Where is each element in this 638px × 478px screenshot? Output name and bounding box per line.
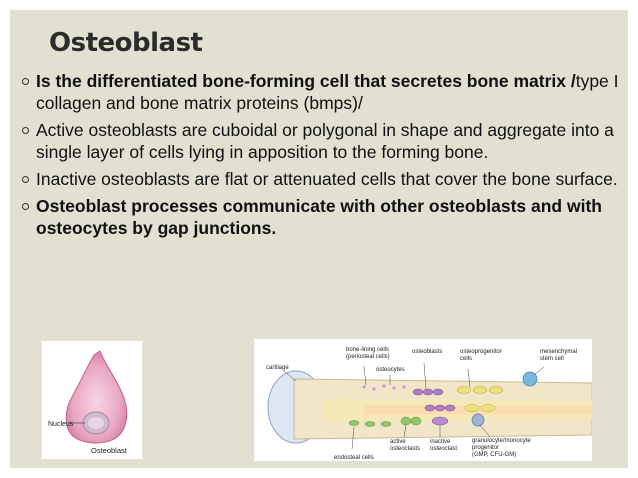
osteoblasts-label: osteoblasts (412, 349, 442, 355)
inactive-osteoclast-sub-label: osteoclast (430, 446, 457, 452)
slide-title: Osteoblast (49, 28, 203, 58)
osteoprogenitor-cells-group (456, 386, 504, 412)
bullet-list: Is the differentiated bone-forming cell … (22, 70, 622, 244)
bullet-circle-icon (22, 203, 29, 210)
inactive-osteoclast-label: inactive (430, 439, 451, 445)
bullet-item: Osteoblast processes communicate with ot… (22, 195, 622, 239)
cell-caption: Osteoblast (91, 446, 128, 455)
bullet-circle-icon (22, 78, 29, 85)
osteoprogenitor-sub-label: cells (460, 356, 472, 362)
nucleus-label: Nucleus (48, 421, 74, 428)
bullet-text: Inactive osteoblasts are flat or attenua… (36, 169, 618, 189)
bullet-item: Active osteoblasts are cuboidal or polyg… (22, 119, 622, 163)
mesenchymal-sub-label: stem cell (540, 356, 564, 362)
bullet-text: type I collagen and bone matrix proteins… (36, 71, 619, 113)
granulocyte-progenitor-shape (471, 413, 485, 427)
mesenchymal-label: mesenchymal (540, 349, 577, 355)
active-osteoclasts-label: active (390, 439, 406, 445)
bullet-bold-text: Is the differentiated bone-forming cell … (36, 71, 576, 91)
osteoblast-cells-group (412, 388, 456, 412)
bullet-circle-icon (22, 127, 29, 134)
mesenchymal-stem-cell-shape (522, 371, 538, 387)
bone-lining-sub-label: (periosteal cells) (346, 354, 390, 360)
osteocytes-group (362, 384, 406, 391)
cell-body-shape (65, 350, 128, 444)
endosteal-cells-group (348, 416, 422, 427)
inactive-osteoclast-shape (431, 416, 449, 426)
slide: Osteoblast Is the differentiated bone-fo… (10, 10, 628, 468)
bone-cells-illustration: cartilage bone-lining cells (periosteal … (266, 347, 593, 461)
osteoblast-cell-illustration: Nucleus Osteoblast (48, 350, 128, 455)
bone-figure-labels: cartilage bone-lining cells (periosteal … (266, 347, 577, 461)
active-osteoclasts-sub-label: osteoclasts (390, 446, 420, 452)
pointer-lines (283, 362, 545, 450)
bullet-text: Active osteoblasts are cuboidal or polyg… (36, 120, 614, 162)
osteocytes-label: osteocytes (376, 367, 405, 373)
granulocyte-sub-label: progenitor (472, 445, 499, 451)
osteoprogenitor-label: osteoprogenitor (460, 349, 502, 355)
endosteal-label: endosteal cells (334, 455, 374, 461)
bullet-circle-icon (22, 176, 29, 183)
granulocyte-gmp-label: (GMP, CFU-GM) (472, 452, 516, 458)
bullet-item: Is the differentiated bone-forming cell … (22, 70, 622, 114)
bone-cells-figure: cartilage bone-lining cells (periosteal … (254, 339, 593, 461)
bullet-bold-text: Osteoblast processes communicate with ot… (36, 196, 602, 238)
cartilage-label: cartilage (266, 365, 289, 371)
nucleus-highlight (88, 417, 104, 429)
osteoblast-cell-figure: Nucleus Osteoblast (42, 341, 142, 459)
bone-lining-label: bone-lining cells (346, 347, 389, 353)
bullet-item: Inactive osteoblasts are flat or attenua… (22, 168, 622, 190)
granulocyte-label: granulocyte/monocyte (472, 438, 531, 444)
